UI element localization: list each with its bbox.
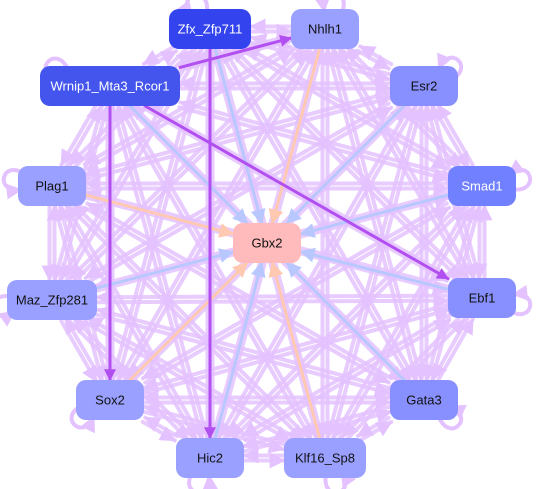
edge-mesh <box>121 102 318 439</box>
edge-mesh <box>144 49 179 71</box>
node-maz-zfp281[interactable]: Maz_Zfp281 <box>7 280 97 320</box>
node-plag1[interactable]: Plag1 <box>18 166 86 206</box>
edge-to-gbx2 <box>285 104 406 225</box>
node-box <box>169 9 251 49</box>
edge-mesh <box>141 106 449 283</box>
node-label: Zfx_Zfp711 <box>178 22 243 37</box>
self-loop-edge <box>0 294 16 327</box>
edge-mesh <box>94 312 392 398</box>
edge-mesh <box>95 292 451 309</box>
self-loop-edge <box>314 0 346 17</box>
node-label: Sox2 <box>95 393 125 408</box>
node-label: Hic2 <box>197 451 223 466</box>
edge-mesh <box>177 33 293 70</box>
node-box <box>18 166 86 206</box>
node-label: Ebf1 <box>469 291 496 306</box>
node-ebf1[interactable]: Ebf1 <box>448 278 516 318</box>
node-wrnip1-mta3-rcor1[interactable]: Wrnip1_Mta3_Rcor1 <box>40 66 180 106</box>
node-label: Gbx2 <box>251 236 282 251</box>
edge-mesh <box>95 305 393 391</box>
edge-to-gbx2 <box>299 247 450 291</box>
edge-mesh <box>140 419 177 443</box>
edge-mesh <box>144 101 452 279</box>
node-gata3[interactable]: Gata3 <box>390 380 458 420</box>
edge-strong <box>143 104 450 281</box>
edge-mesh <box>435 102 475 167</box>
node-smad1[interactable]: Smad1 <box>448 166 516 206</box>
nodes-layer: Zfx_Zfp711 Nhlh1Esr2Smad1Ebf1Gata3Klf16_S… <box>7 9 516 478</box>
edge-mesh <box>358 44 394 67</box>
edge-mesh <box>82 205 391 385</box>
edge-mesh <box>59 102 99 167</box>
edge-mesh <box>117 105 314 442</box>
edge-strong <box>178 34 293 69</box>
node-gbx2[interactable]: Gbx2 <box>233 223 301 263</box>
edge-to-gbx2 <box>128 104 249 225</box>
edge-to-gbx2 <box>299 193 450 238</box>
edges-strong-layer <box>104 34 450 440</box>
edge-mesh <box>85 201 394 381</box>
node-klf16-sp8[interactable]: Klf16_Sp8 <box>284 438 366 478</box>
node-box <box>176 438 244 478</box>
node-box <box>448 278 516 318</box>
node-box <box>7 280 97 320</box>
node-box <box>76 380 144 420</box>
self-loop-edge <box>323 470 357 489</box>
edge-mesh <box>435 317 475 384</box>
node-nhlh1[interactable]: Nhlh1 <box>291 9 359 49</box>
node-hic2[interactable]: Hic2 <box>176 438 244 478</box>
node-box <box>448 166 516 206</box>
node-box <box>390 66 458 106</box>
edge-to-gbx2 <box>213 261 266 440</box>
edge-to-gbx2 <box>285 261 406 382</box>
edge-to-gbx2 <box>268 47 322 225</box>
edges-center-layer <box>84 47 450 440</box>
node-box <box>390 380 458 420</box>
node-label: Plag1 <box>35 179 68 194</box>
edge-mesh <box>83 101 391 280</box>
edge-mesh <box>63 202 203 439</box>
edge-mesh <box>94 289 450 306</box>
node-label: Smad1 <box>461 179 502 194</box>
node-esr2[interactable]: Esr2 <box>390 66 458 106</box>
edge-to-gbx2 <box>213 47 266 225</box>
edge-mesh <box>141 44 176 66</box>
edge-mesh <box>86 105 394 285</box>
edge-to-gbx2 <box>128 261 249 382</box>
node-sox2[interactable]: Sox2 <box>76 380 144 420</box>
edge-mesh <box>178 98 451 177</box>
node-label: Klf16_Sp8 <box>295 451 355 466</box>
node-box <box>291 9 359 49</box>
edge-mesh <box>358 420 394 443</box>
node-label: Gata3 <box>406 393 441 408</box>
node-zfx-zfp711[interactable]: Zfx_Zfp711 <box>169 9 251 49</box>
edge-mesh <box>177 105 450 184</box>
node-box <box>284 438 366 478</box>
node-label: Wrnip1_Mta3_Rcor1 <box>51 79 170 94</box>
edge-mesh <box>59 205 199 442</box>
edge-mesh <box>59 319 99 384</box>
edge-mesh <box>178 36 294 72</box>
node-label: Esr2 <box>411 79 438 94</box>
self-loop-edge <box>1 168 27 200</box>
edge-mesh <box>140 201 449 381</box>
self-loop-edge <box>507 159 532 192</box>
node-label: Maz_Zfp281 <box>16 293 88 308</box>
node-box <box>233 223 301 263</box>
node-box <box>40 66 180 106</box>
self-loop-edge <box>507 284 533 317</box>
edge-to-gbx2 <box>268 261 322 440</box>
node-label: Nhlh1 <box>308 22 342 37</box>
